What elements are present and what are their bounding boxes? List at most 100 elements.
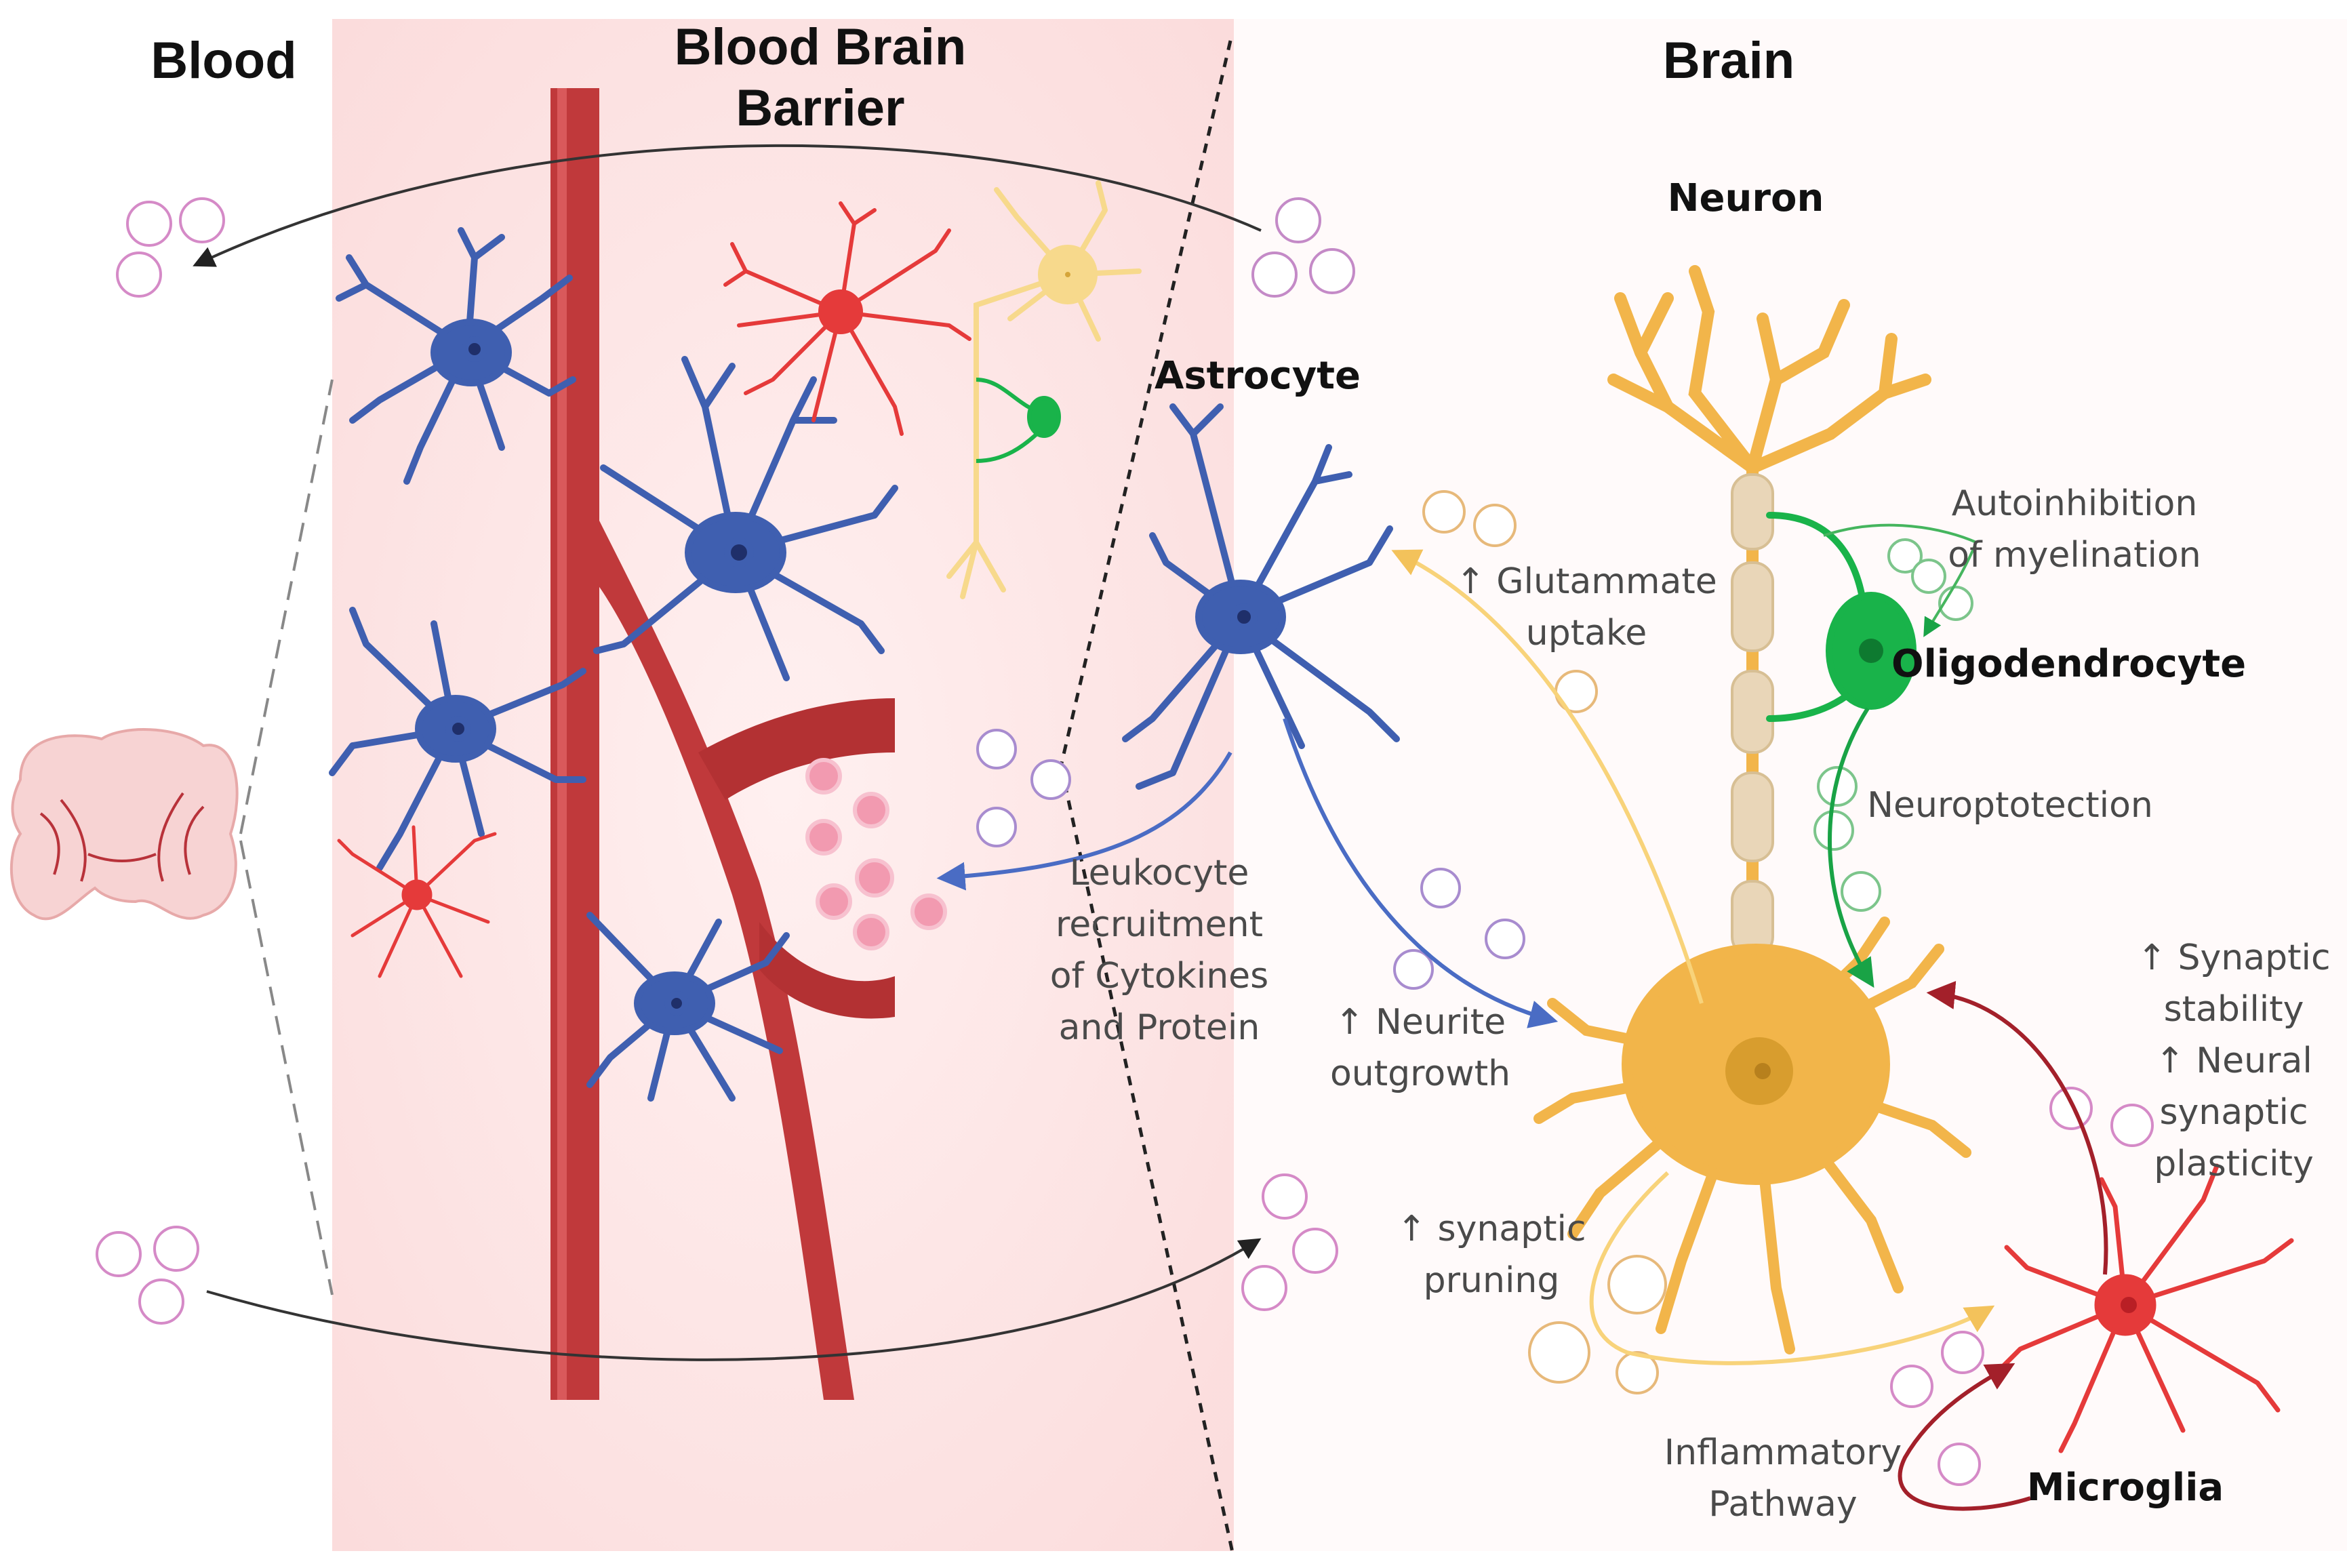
leukocyte <box>816 883 852 920</box>
arrow-neurite-outgrowth <box>1283 718 1559 1028</box>
label-synaptic-stability: ↑ Synaptic stability ↑ Neural synaptic p… <box>2137 938 2331 1184</box>
myelin-segment <box>1731 473 1774 550</box>
astrocyte-cell <box>1122 403 1400 790</box>
cell-label-neuron: Neuron <box>1667 176 1824 220</box>
vesicle <box>1393 949 1434 990</box>
vesicle <box>1554 670 1598 713</box>
arrow-brain-to-blood <box>193 144 1262 267</box>
vesicles-neurite <box>1393 868 1525 990</box>
arrow-leukocyte-recruitment <box>936 751 1232 891</box>
microglia-cell <box>1997 1163 2294 1453</box>
vesicle <box>1420 868 1461 908</box>
label-leukocyte-recruitment: Leukocyte recruitment of Cytokines and P… <box>1049 853 1269 1048</box>
vesicle <box>153 1226 199 1272</box>
vesicles-bbb-top <box>1251 197 1355 298</box>
arrow-glutamate-uptake <box>1391 549 1704 1004</box>
vesicle <box>1887 538 1923 574</box>
vesicle <box>1941 1331 1984 1374</box>
vesicle <box>96 1231 142 1277</box>
vesicle <box>1292 1228 1338 1274</box>
vesicle <box>126 201 172 247</box>
vesicle <box>1485 919 1525 959</box>
vesicle <box>1890 1365 1933 1408</box>
blood-vessel <box>550 88 895 1400</box>
cell-label-microglia: Microglia <box>2026 1466 2224 1510</box>
label-inflammatory-pathway: Inflammatory Pathway <box>1664 1432 1902 1525</box>
vesicle <box>1422 490 1466 534</box>
vesicle <box>179 197 225 243</box>
vesicles-pruning <box>1528 1255 1667 1394</box>
myelin-segment <box>1731 771 1774 862</box>
vesicle <box>1616 1351 1659 1394</box>
vesicle <box>1251 252 1298 298</box>
vesicles-brain-bottom <box>1241 1173 1338 1311</box>
vesicle <box>1262 1173 1308 1220</box>
arrow-synaptic-pruning <box>1589 1171 1995 1365</box>
label-neurite-outgrowth: ↑ Neurite outgrowth <box>1329 1002 1511 1094</box>
vesicle <box>1275 197 1321 243</box>
bbb-oligodendrocyte-small <box>976 378 1061 463</box>
vesicle <box>1911 559 1946 594</box>
bbb-microglia-2 <box>337 825 497 978</box>
arrow-autoinhibition <box>1823 523 1978 637</box>
zoom-line-bottom <box>239 840 334 1295</box>
bbb-neuron-small <box>946 180 1142 599</box>
vesicle <box>2110 1104 2154 1147</box>
vesicles-microglia <box>1890 1087 2154 1486</box>
brain-section-icon <box>9 728 239 921</box>
leukocyte <box>855 858 894 898</box>
vesicles-glutamate <box>1422 490 1598 713</box>
arrow-neuroprotection <box>1828 707 1874 988</box>
neuron-soma <box>1533 917 1971 1354</box>
vesicles-blood-bottom <box>96 1226 199 1325</box>
myelin-segment <box>1731 561 1774 652</box>
leukocyte-cluster <box>805 758 947 950</box>
vesicle <box>1030 759 1071 800</box>
brain-zone <box>1234 19 2347 1551</box>
oligodendrocyte-cell <box>1766 512 1917 722</box>
myelin-segment <box>1731 670 1774 754</box>
label-autoinhibition: Autoinhibition of myelination <box>1948 483 2201 576</box>
cell-label-oligodendrocyte: Oligodendrocyte <box>1891 642 2247 686</box>
vesicle <box>2049 1087 2093 1130</box>
region-title-bbb: Blood Brain Barrier <box>674 18 967 137</box>
bbb-astrocyte-4 <box>586 912 790 1102</box>
vesicle <box>976 729 1017 769</box>
barrier-dashed-line-lower <box>1059 765 1235 1553</box>
leukocyte <box>853 792 889 828</box>
vesicle <box>116 252 162 298</box>
zoom-line-top <box>239 379 334 835</box>
label-neuroprotection: Neuroptotection <box>1867 785 2153 826</box>
leukocyte <box>853 914 889 950</box>
vesicle <box>1841 871 1881 912</box>
vesicle <box>976 807 1017 847</box>
vesicle <box>1309 248 1355 294</box>
leukocyte <box>910 893 947 930</box>
label-synaptic-pruning: ↑ synaptic pruning <box>1397 1209 1586 1301</box>
cell-label-astrocyte: Astrocyte <box>1155 354 1361 398</box>
vesicle <box>1528 1321 1590 1384</box>
bbb-astrocyte-2 <box>593 356 898 681</box>
arrow-blood-to-brain <box>206 1238 1262 1361</box>
region-title-blood: Blood <box>151 32 297 89</box>
myelin-sheaths <box>1731 473 1774 957</box>
vesicle <box>1241 1265 1287 1311</box>
arrow-synaptic-stability <box>1926 981 2108 1275</box>
vesicles-blood-top <box>116 197 225 298</box>
bbb-microglia-1 <box>723 201 971 436</box>
vesicle <box>138 1279 184 1325</box>
vesicle <box>1938 1443 1981 1486</box>
label-glutamate-uptake: ↑ Glutammate uptake <box>1456 561 1717 654</box>
vesicle <box>1607 1255 1667 1314</box>
region-title-brain: Brain <box>1662 32 1795 89</box>
bbb-astrocyte-3 <box>329 607 586 871</box>
vesicle <box>1473 504 1517 547</box>
vesicle <box>1813 810 1854 851</box>
bbb-astrocyte-1 <box>336 227 576 485</box>
leukocyte <box>805 819 842 856</box>
arrow-inflammatory-pathway <box>1898 1363 2031 1511</box>
leukocyte <box>805 758 842 795</box>
barrier-dashed-line <box>1059 40 1232 767</box>
vesicles-leukocyte <box>976 729 1071 847</box>
